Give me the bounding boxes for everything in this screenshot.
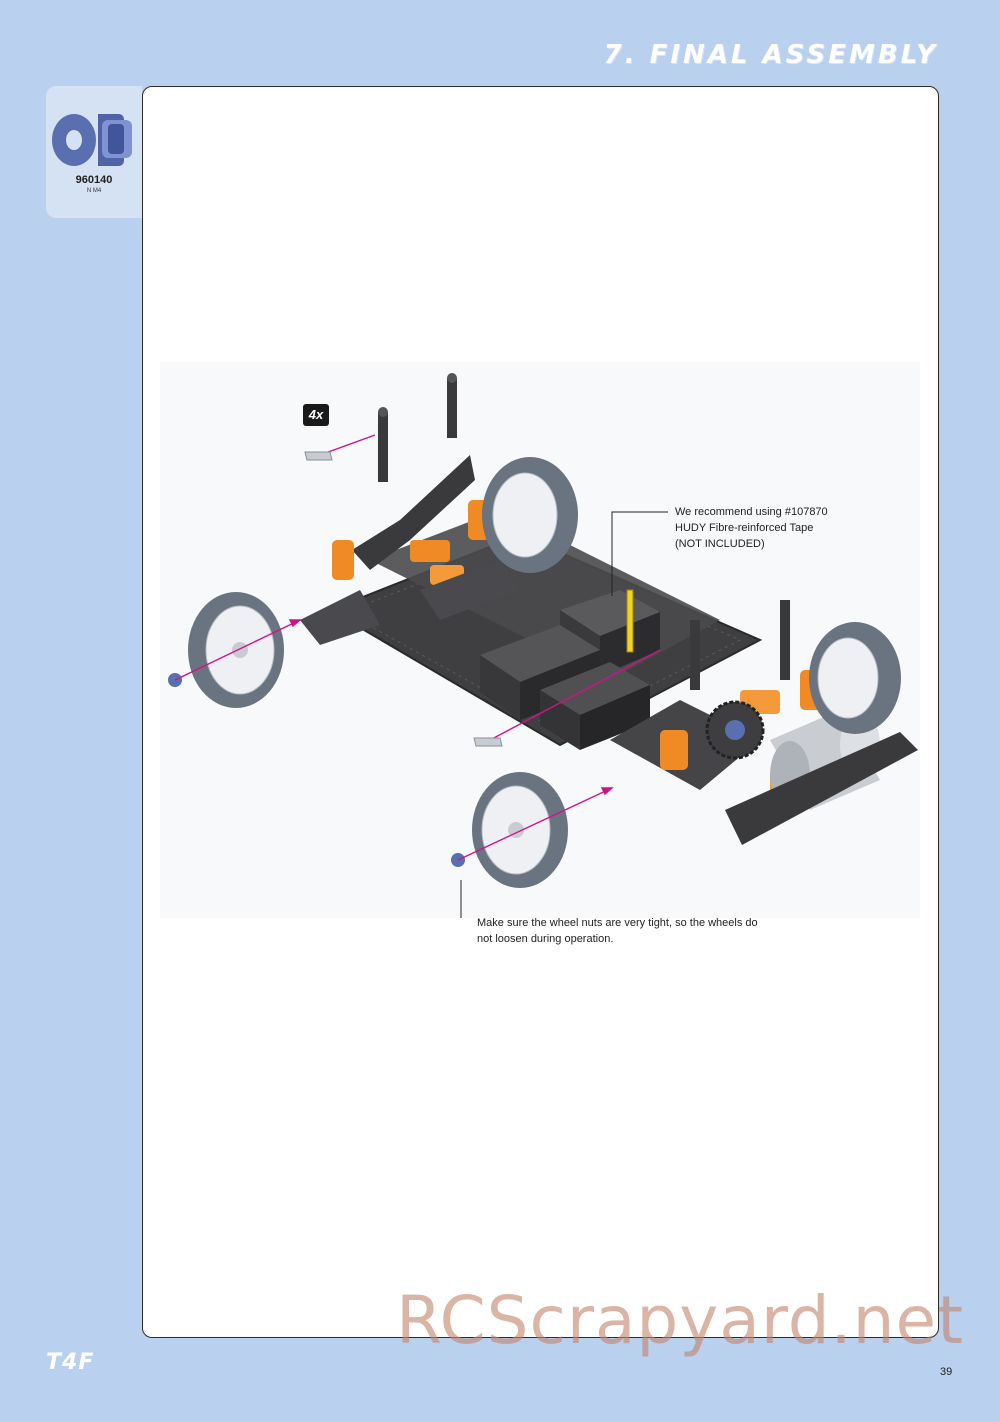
parts-box: 960140 N M4 [46, 86, 142, 218]
tape-callout-line: HUDY Fibre-reinforced Tape [675, 522, 814, 534]
part-description: N M4 [86, 188, 102, 194]
chassis-wheel-assembly-illustration [168, 373, 918, 918]
rear-suspension [300, 500, 520, 645]
tape-callout-line: We recommend using #107870 [675, 506, 828, 518]
wheel-front-right [809, 622, 901, 734]
wheel-nut-callout: Make sure the wheel nuts are very tight,… [477, 915, 758, 947]
body-clip-icon [304, 451, 333, 461]
tape-strap [626, 589, 634, 653]
watermark: RCScrapyard.net [396, 1282, 964, 1359]
tape-callout-line: (NOT INCLUDED) [675, 538, 765, 550]
wheel-nut-callout-line: Make sure the wheel nuts are very tight,… [477, 917, 758, 929]
page-number: 39 [940, 1366, 953, 1378]
wheel-front-left [472, 772, 568, 888]
rear-shock-tower [352, 373, 475, 570]
part-code: 960140 [75, 174, 113, 186]
body-clip-icon [473, 737, 503, 747]
wheel-nut-callout-line: not loosen during operation. [477, 933, 614, 945]
quantity-badge: 4x [303, 404, 329, 426]
brand-logo: T4F [46, 1350, 95, 1375]
flanged-lock-nut-icon [52, 114, 132, 166]
section-title: 7. FINAL ASSEMBLY [603, 40, 938, 70]
front-bumper [725, 732, 918, 845]
tape-callout: We recommend using #107870 HUDY Fibre-re… [675, 504, 828, 552]
wheel-rear-right [482, 457, 578, 573]
